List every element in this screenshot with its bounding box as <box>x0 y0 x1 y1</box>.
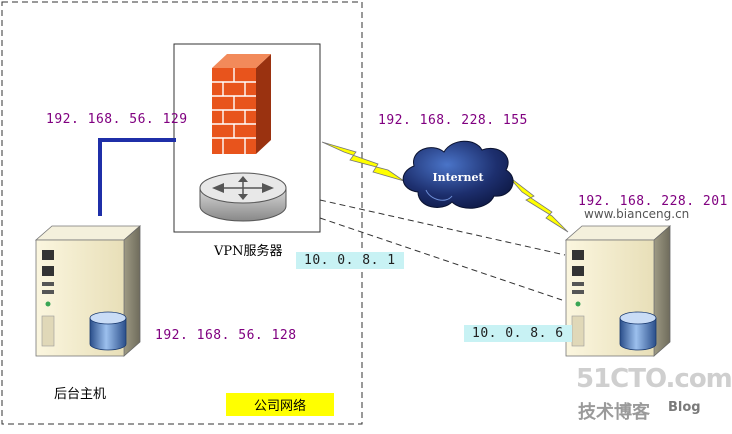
client-server-icon <box>564 225 672 357</box>
backend-host-server-icon <box>34 225 142 357</box>
lightning-bolt-right <box>507 175 569 233</box>
logo-blog-text: Blog <box>668 400 701 415</box>
tunnel-line-upper <box>319 199 566 256</box>
company-network-label: 公司网络 <box>226 393 335 416</box>
backend-ip-label: 192. 168. 56. 128 <box>155 328 297 343</box>
firewall-icon <box>212 54 271 154</box>
vpn-server-label: VPN服务器 <box>214 244 283 259</box>
company-network-boundary <box>1 1 363 425</box>
network-diagram: Internet <box>1 1 672 425</box>
lightning-bolt-left <box>321 141 405 182</box>
vpn-wan-ip-label: 192. 168. 228. 155 <box>378 113 528 128</box>
logo-watermark: 51CTO.com <box>576 364 732 394</box>
internet-label: Internet <box>432 171 484 184</box>
backend-host-label: 后台主机 <box>54 387 107 402</box>
tunnel-server-ip-label: 10. 0. 8. 1 <box>296 252 404 269</box>
site-watermark: www.bianceng.cn <box>584 207 690 221</box>
tunnel-line-lower <box>319 217 563 301</box>
lan-link <box>98 138 176 216</box>
vpn-lan-ip-label: 192. 168. 56. 129 <box>46 112 188 127</box>
logo-tagline: 技术博客 <box>578 402 650 423</box>
router-icon <box>199 172 287 222</box>
internet-cloud-icon <box>402 140 514 209</box>
client-wan-ip-label: 192. 168. 228. 201 <box>578 194 728 209</box>
tunnel-client-ip-label: 10. 0. 8. 6 <box>464 325 572 342</box>
